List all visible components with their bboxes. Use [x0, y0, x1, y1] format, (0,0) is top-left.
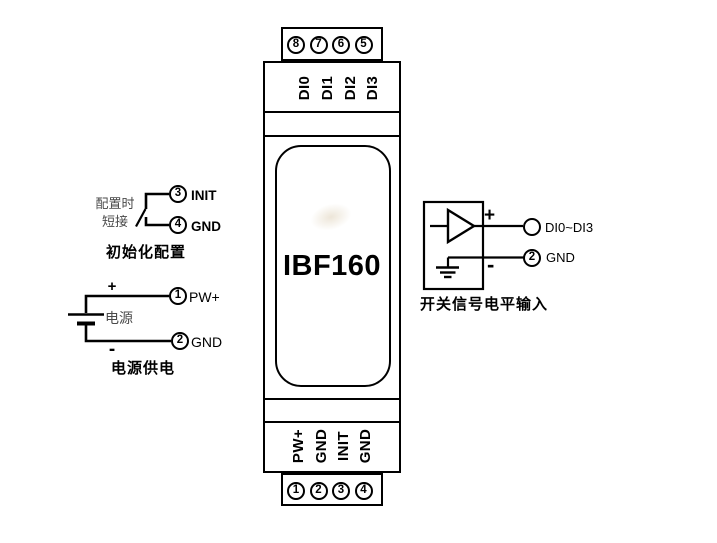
pin-circle-4: 4: [354, 482, 373, 500]
pin-circle-5: 5: [354, 36, 373, 54]
pin-circle-1: 1: [287, 482, 305, 500]
signal-input-symbol: [422, 200, 524, 291]
terminal-label-di0: DI0: [295, 75, 313, 101]
signal-plus-sign: +: [484, 205, 496, 226]
module-name: IBF160: [282, 250, 382, 282]
pin-circle-8: 8: [287, 36, 305, 54]
terminal-label-gnd1: GND: [312, 428, 329, 464]
power-gnd-circle-2: 2: [171, 332, 189, 350]
battery-symbol: [68, 294, 171, 343]
terminal-label-di1: DI1: [318, 75, 335, 101]
power-pw-label: PW+: [189, 289, 220, 305]
init-note-line1: 配置时: [95, 196, 135, 211]
init-section-caption: 初始化配置: [105, 244, 186, 261]
terminal-label-di3: DI3: [363, 75, 380, 101]
buffer-triangle-icon: [446, 207, 477, 245]
ground-icon: [436, 257, 459, 279]
signal-di-circle: [523, 218, 541, 236]
module-faceplate: [275, 145, 391, 387]
pin-circle-7: 7: [309, 36, 328, 54]
terminal-label-gnd2: GND: [356, 428, 373, 464]
init-pin-label: INIT: [191, 188, 217, 203]
init-gnd-circle-4: 4: [169, 216, 187, 234]
init-gnd-label: GND: [191, 219, 221, 234]
pin-circle-3: 3: [332, 482, 350, 500]
power-source-label: 电源: [105, 310, 133, 326]
module-divider: [265, 135, 399, 137]
power-pin-circle-1: 1: [169, 287, 187, 305]
pin-circle-2: 2: [309, 482, 328, 500]
power-gnd-label: GND: [191, 334, 223, 350]
init-note-line2: 短接: [101, 214, 128, 229]
init-switch-symbol: [135, 192, 169, 228]
signal-section-caption: 开关信号电平输入: [420, 296, 549, 313]
signal-minus-sign: -: [487, 252, 495, 277]
signal-gnd-circle-2: 2: [523, 249, 541, 267]
signal-di-label: DI0~DI3: [545, 220, 594, 235]
module-divider: [265, 421, 399, 423]
module-divider: [265, 111, 399, 113]
power-plus-sign: +: [107, 278, 117, 295]
module-divider: [265, 398, 399, 400]
init-pin-circle-3: 3: [169, 185, 187, 203]
signal-gnd-label: GND: [546, 250, 575, 265]
terminal-label-pw: PW+: [289, 428, 307, 464]
terminal-label-init: INIT: [334, 431, 351, 461]
power-section-caption: 电源供电: [110, 360, 175, 377]
terminal-label-di2: DI2: [341, 75, 358, 101]
pin-circle-6: 6: [332, 36, 350, 54]
power-minus-sign: -: [108, 339, 116, 360]
